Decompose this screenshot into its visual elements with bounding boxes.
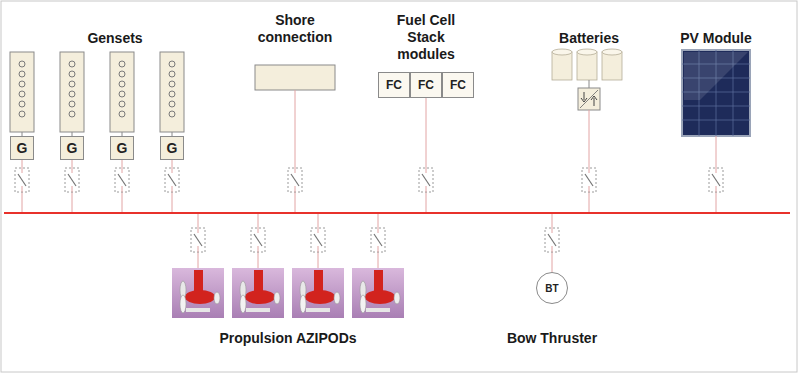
component-label: PV Module — [666, 30, 766, 47]
engine-symbol — [110, 52, 134, 132]
converter-symbol — [578, 80, 600, 110]
engine-symbol — [60, 52, 84, 132]
node-text: BT — [545, 283, 558, 294]
generator-box: G — [10, 136, 34, 160]
azipod-picture — [352, 268, 404, 318]
node-text: G — [67, 140, 78, 156]
battery-cell — [602, 49, 622, 80]
switch-symbol — [165, 168, 179, 192]
feeder-wires — [22, 90, 716, 272]
fuel-cell-box: FC — [442, 72, 474, 98]
fuel-cell-box: FC — [378, 72, 410, 98]
azipod-picture — [172, 268, 224, 318]
component-label: Shore connection — [247, 12, 343, 46]
thruster-circle: BT — [536, 272, 568, 304]
engine-symbol — [160, 52, 184, 132]
component-label: Gensets — [60, 30, 170, 47]
component-label: Bow Thruster — [487, 330, 617, 347]
switch-symbol — [371, 228, 385, 252]
frame — [1, 1, 797, 372]
node-text: FC — [386, 78, 402, 92]
switch-symbol — [15, 168, 29, 192]
battery-cell — [577, 49, 597, 80]
switch-symbol — [545, 228, 559, 252]
shore-box — [255, 65, 335, 90]
generator-box: G — [160, 136, 184, 160]
battery-cell — [552, 49, 572, 80]
azipod-picture — [292, 268, 344, 318]
switch-symbol — [419, 168, 433, 192]
switch-symbol — [191, 228, 205, 252]
node-text: G — [117, 140, 128, 156]
switch-symbol — [251, 228, 265, 252]
engine-symbol — [10, 52, 34, 132]
azipod-picture — [232, 268, 284, 318]
node-text: FC — [450, 78, 466, 92]
node-text: FC — [418, 78, 434, 92]
component-label: Fuel Cell Stack modules — [384, 12, 468, 63]
switch-symbol — [582, 168, 596, 192]
generator-box: G — [110, 136, 134, 160]
component-label: Batteries — [539, 30, 639, 47]
switch-symbol — [115, 168, 129, 192]
main-bus — [4, 212, 790, 214]
switch-symbol — [65, 168, 79, 192]
switch-symbol — [311, 228, 325, 252]
switch-symbol — [288, 168, 302, 192]
shaft-lines — [22, 132, 172, 136]
node-text: G — [167, 140, 178, 156]
generator-box: G — [60, 136, 84, 160]
node-text: G — [17, 140, 28, 156]
fuel-cell-box: FC — [410, 72, 442, 98]
pv-panel — [682, 50, 750, 136]
switch-symbol — [709, 168, 723, 192]
component-label: Propulsion AZIPODs — [178, 330, 398, 347]
